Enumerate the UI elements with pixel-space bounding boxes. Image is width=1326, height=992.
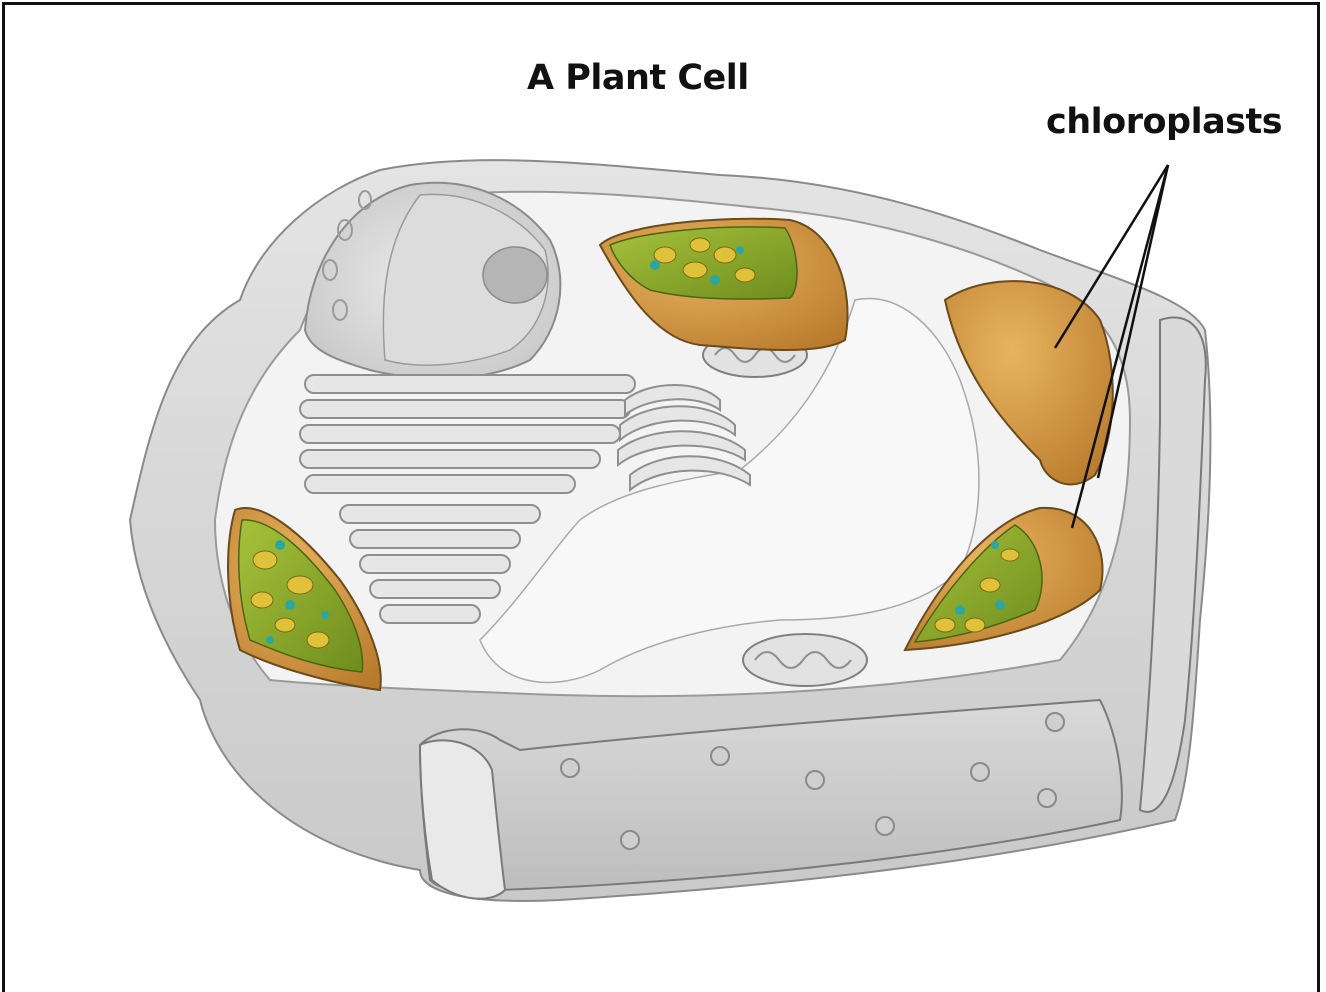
nucleolus bbox=[483, 247, 547, 303]
mitochondrion-bottom bbox=[743, 634, 867, 686]
